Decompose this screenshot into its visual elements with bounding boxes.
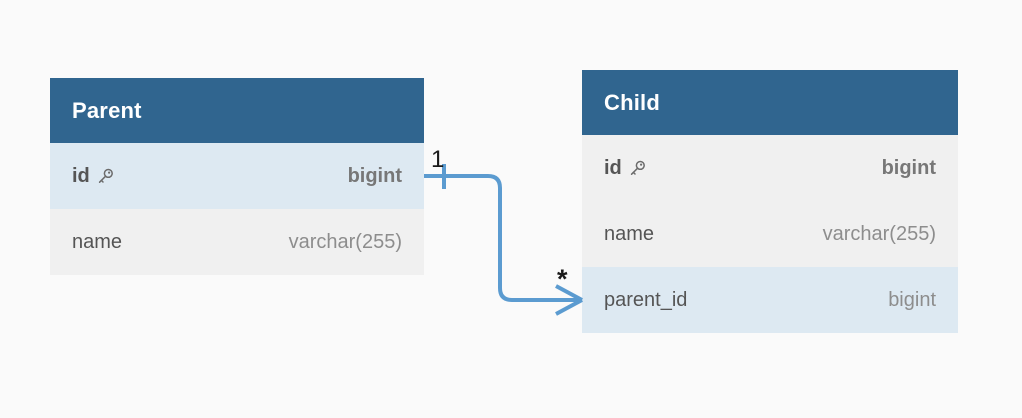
key-icon [629, 160, 646, 177]
column-type: bigint [347, 164, 402, 187]
column-name: id [604, 156, 622, 179]
column-name: name [604, 222, 655, 245]
column-type: varchar(255) [288, 230, 402, 253]
cardinality-label-target: * [557, 264, 568, 294]
column-name: id [72, 164, 90, 187]
column-type: bigint [881, 156, 936, 179]
table-row[interactable]: id bigint [50, 143, 424, 209]
erd-table-child[interactable]: Child id bigint [582, 70, 958, 333]
key-icon [97, 168, 114, 185]
table-row[interactable]: id bigint [582, 135, 958, 201]
column-name-cell: name [72, 231, 122, 254]
column-name-cell: parent_id [604, 289, 687, 312]
table-row[interactable]: name varchar(255) [582, 201, 958, 267]
column-type: bigint [888, 288, 936, 311]
table-row[interactable]: name varchar(255) [50, 209, 424, 275]
erd-table-parent[interactable]: Parent id bigint [50, 78, 424, 275]
table-header-parent: Parent [50, 78, 424, 143]
column-name: name [72, 230, 123, 253]
cardinality-label-source: 1 [431, 146, 445, 173]
column-name-cell: id [72, 165, 114, 188]
table-title: Child [604, 89, 660, 115]
table-title: Parent [72, 97, 142, 123]
column-name-cell: id [604, 157, 646, 180]
column-type: varchar(255) [822, 222, 936, 245]
table-row[interactable]: parent_id bigint [582, 267, 958, 333]
column-name: parent_id [604, 288, 688, 311]
column-name-cell: name [604, 223, 654, 246]
table-header-child: Child [582, 70, 958, 135]
